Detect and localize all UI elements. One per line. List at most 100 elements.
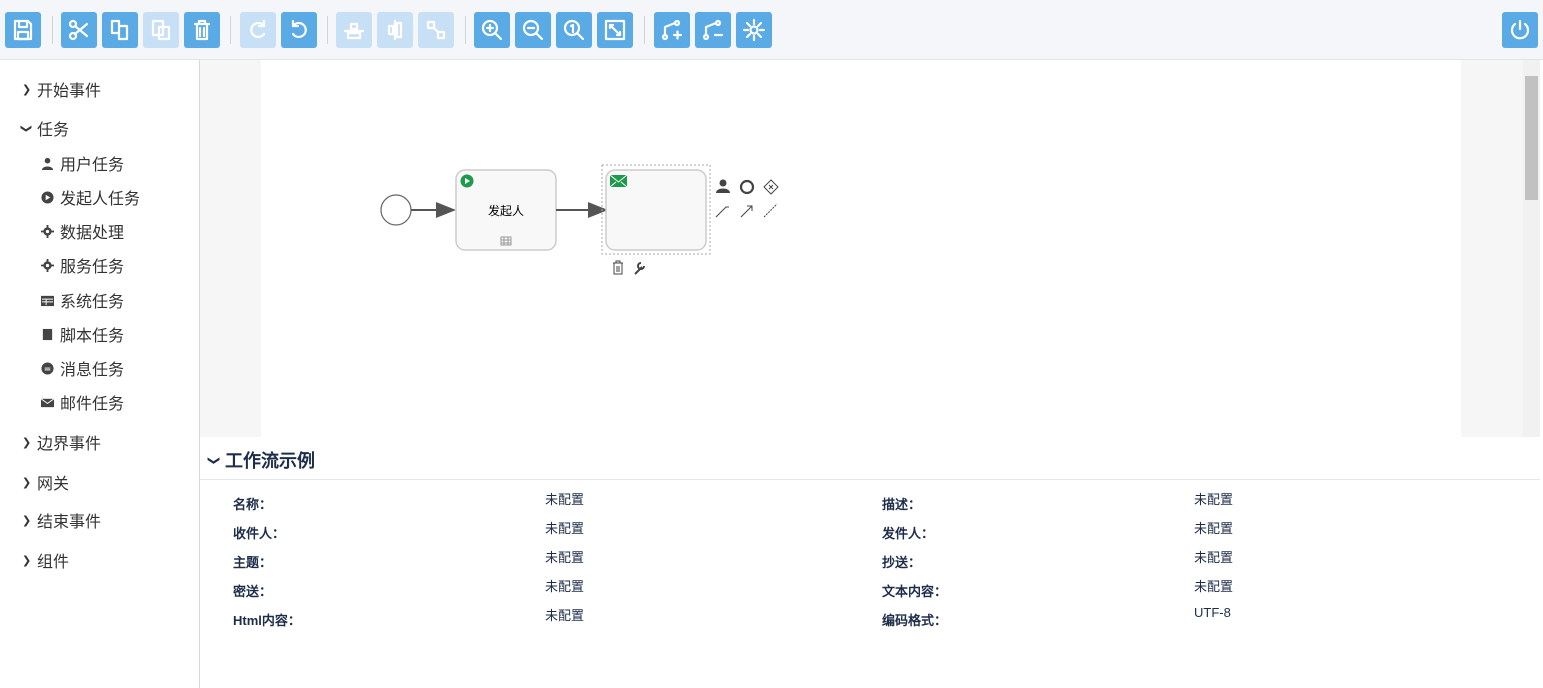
property-value[interactable]: 未配置 bbox=[545, 608, 585, 623]
selection-box bbox=[601, 164, 711, 255]
properties-panel: ❯工作流示例 名称：未配置描述：未配置收件人：未配置发件人：未配置主题：未配置抄… bbox=[200, 437, 1540, 688]
property-value[interactable]: 未配置 bbox=[1194, 550, 1234, 565]
delete-button[interactable] bbox=[184, 12, 220, 48]
zoom-actual-button[interactable] bbox=[556, 12, 592, 48]
property-value[interactable]: 未配置 bbox=[1194, 579, 1234, 594]
script-icon bbox=[40, 327, 55, 342]
save-icon bbox=[13, 19, 33, 41]
property-value[interactable]: 未配置 bbox=[545, 521, 585, 536]
property-label: Html内容： bbox=[233, 613, 301, 628]
association-icon[interactable] bbox=[715, 206, 729, 218]
zoom-in-icon bbox=[481, 19, 503, 41]
group-label: 网关 bbox=[37, 476, 70, 493]
panel-title: 工作流示例 bbox=[225, 451, 315, 471]
properties-header[interactable]: ❯工作流示例 bbox=[207, 447, 316, 473]
zoom-fit-button[interactable] bbox=[597, 12, 633, 48]
gateway-icon[interactable] bbox=[763, 179, 779, 195]
sidebar-group-boundary-event[interactable]: ❯ 边界事件 bbox=[22, 430, 101, 454]
sidebar-item-user-task[interactable]: 用户任务 bbox=[40, 151, 124, 175]
save-button[interactable] bbox=[5, 12, 41, 48]
sidebar-group-components[interactable]: ❯组件 bbox=[22, 548, 69, 572]
property-value[interactable]: 未配置 bbox=[1194, 521, 1234, 536]
diagram-canvas[interactable]: 发起人 bbox=[200, 60, 1523, 437]
mail-task-node[interactable] bbox=[605, 169, 707, 251]
sidebar-group-end-event[interactable]: ❯ 结束事件 bbox=[22, 508, 101, 532]
property-value[interactable]: 未配置 bbox=[545, 579, 585, 594]
power-icon bbox=[1510, 19, 1530, 40]
align-horizontal-button[interactable] bbox=[336, 12, 372, 48]
sidebar-item-mail-task[interactable]: 邮件任务 bbox=[40, 390, 124, 414]
redo-button[interactable] bbox=[240, 12, 276, 48]
group-label: 边界事件 bbox=[37, 436, 102, 453]
scrollbar-thumb[interactable] bbox=[1525, 76, 1538, 200]
item-label: 系统任务 bbox=[60, 294, 125, 311]
item-label: 数据处理 bbox=[60, 225, 125, 242]
group-label: 开始事件 bbox=[37, 83, 102, 100]
zoom-out-button[interactable] bbox=[515, 12, 551, 48]
undo-button[interactable] bbox=[281, 12, 317, 48]
fit-icon bbox=[604, 19, 626, 41]
property-label: 主题： bbox=[233, 555, 273, 570]
message-icon bbox=[40, 361, 55, 376]
sidebar-group-gateway[interactable]: ❯网关 bbox=[22, 470, 69, 494]
envelope-icon bbox=[609, 174, 628, 188]
copy-button[interactable] bbox=[102, 12, 138, 48]
chevron-right-icon: ❯ bbox=[22, 554, 32, 567]
paste-button[interactable] bbox=[143, 12, 179, 48]
chevron-right-icon: ❯ bbox=[22, 83, 32, 96]
divider bbox=[644, 16, 645, 44]
sidebar-item-initiator-task[interactable]: 发起人任务 bbox=[40, 185, 140, 209]
copy-icon bbox=[110, 19, 129, 41]
divider bbox=[230, 16, 231, 44]
group-label: 结束事件 bbox=[37, 514, 102, 531]
property-label: 抄送： bbox=[882, 555, 922, 570]
property-value[interactable]: 未配置 bbox=[545, 492, 585, 507]
sidebar-item-script-task[interactable]: 脚本任务 bbox=[40, 322, 124, 346]
divider bbox=[465, 16, 466, 44]
sidebar-item-service-task[interactable]: 服务任务 bbox=[40, 253, 124, 277]
same-size-icon bbox=[426, 20, 446, 40]
property-label: 名称： bbox=[233, 497, 273, 512]
dashed-line-icon[interactable] bbox=[763, 203, 778, 218]
property-label: 编码格式： bbox=[882, 613, 948, 628]
gear-icon bbox=[742, 18, 766, 42]
chevron-right-icon: ❯ bbox=[22, 514, 32, 527]
zoom-in-button[interactable] bbox=[474, 12, 510, 48]
gear-icon bbox=[40, 258, 55, 273]
connect-arrow-icon[interactable] bbox=[740, 205, 753, 218]
divider bbox=[52, 16, 53, 44]
sidebar: ❯ 开始事件 ❯任务 用户任务 发起人任务 数据处理 服务任务 系统任务 脚本任务… bbox=[0, 60, 200, 688]
cut-button[interactable] bbox=[61, 12, 97, 48]
zoom-actual-icon bbox=[563, 19, 585, 41]
user-icon[interactable] bbox=[716, 179, 730, 194]
table-icon bbox=[500, 236, 512, 246]
sidebar-item-data-processing[interactable]: 数据处理 bbox=[40, 219, 124, 243]
item-label: 发起人任务 bbox=[60, 191, 141, 208]
property-label: 发件人： bbox=[882, 526, 935, 541]
chevron-down-icon: ❯ bbox=[207, 455, 222, 466]
property-value[interactable]: UTF-8 bbox=[1194, 605, 1231, 620]
sidebar-group-start-event[interactable]: ❯ 开始事件 bbox=[22, 77, 101, 101]
property-value[interactable]: 未配置 bbox=[545, 550, 585, 565]
property-value[interactable]: 未配置 bbox=[1194, 492, 1234, 507]
vertical-scrollbar[interactable] bbox=[1523, 60, 1540, 437]
remove-bendpoint-icon bbox=[702, 19, 724, 41]
start-event[interactable] bbox=[380, 194, 412, 226]
settings-button[interactable] bbox=[736, 12, 772, 48]
wrench-icon[interactable] bbox=[634, 262, 645, 275]
sidebar-item-message-task[interactable]: 消息任务 bbox=[40, 356, 124, 380]
same-size-button[interactable] bbox=[418, 12, 454, 48]
sidebar-item-system-task[interactable]: 系统任务 bbox=[40, 288, 124, 312]
align-vertical-button[interactable] bbox=[377, 12, 413, 48]
add-bendpoint-button[interactable] bbox=[654, 12, 690, 48]
power-button[interactable] bbox=[1502, 12, 1538, 48]
chevron-right-icon: ❯ bbox=[22, 436, 32, 449]
end-event-icon[interactable] bbox=[739, 179, 755, 195]
remove-bendpoint-button[interactable] bbox=[695, 12, 731, 48]
item-label: 脚本任务 bbox=[60, 328, 125, 345]
undo-icon bbox=[291, 19, 307, 39]
user-icon bbox=[40, 156, 55, 171]
trash-icon[interactable] bbox=[613, 260, 623, 275]
sidebar-group-task[interactable]: ❯任务 bbox=[20, 116, 69, 140]
diagram-paper[interactable]: 发起人 bbox=[261, 60, 1461, 437]
